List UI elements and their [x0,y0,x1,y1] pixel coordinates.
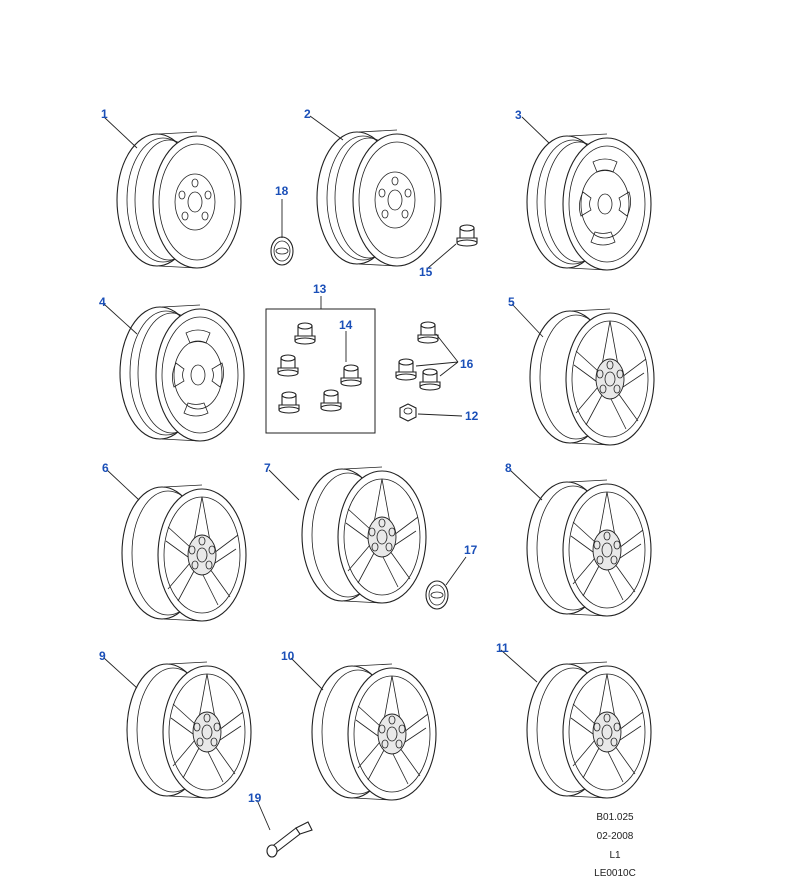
callout-12: 12 [465,409,479,423]
nut-kit [277,322,362,414]
wheel-1 [116,131,242,269]
wheel-8 [526,479,652,617]
centre-cap-18 [270,236,294,266]
callout-1: 1 [101,107,108,121]
nut-kit-box [265,308,376,434]
callout-17: 17 [464,543,478,557]
centre-cap-17 [425,580,449,610]
wheel-11 [526,661,652,799]
wheel-9 [126,661,252,799]
callout-2: 2 [304,107,311,121]
callout-8: 8 [505,461,512,475]
callout-19: 19 [248,791,262,805]
callout-10: 10 [281,649,295,663]
callout-11: 11 [496,641,509,655]
tyre-valve-19 [266,821,313,858]
wheel-7 [301,466,427,604]
leader-lines [103,115,550,831]
wheel-4 [119,304,245,442]
reference-date: 02-2008 [596,831,634,842]
reference-code: B01.025 [596,812,634,823]
callout-4: 4 [99,295,106,309]
reference-drawing: LE0010C [594,868,636,879]
wheel-5 [529,308,655,446]
callout-15: 15 [419,265,433,279]
wheel-10 [311,663,437,801]
reference-level: L1 [609,850,621,861]
hex-nut-12 [399,403,417,422]
callout-16: 16 [460,357,474,371]
callout-5: 5 [508,295,515,309]
callout-9: 9 [99,649,106,663]
locking-nut-15 [456,224,478,247]
wheel-nuts-16 [395,321,441,391]
wheel-2 [316,129,442,267]
callout-7: 7 [264,461,271,475]
callout-14: 14 [339,318,353,332]
wheel-6 [121,484,247,622]
wheel-3 [526,133,652,271]
callout-13: 13 [313,282,327,296]
callout-3: 3 [515,108,522,122]
callout-18: 18 [275,184,289,198]
callout-6: 6 [102,461,109,475]
